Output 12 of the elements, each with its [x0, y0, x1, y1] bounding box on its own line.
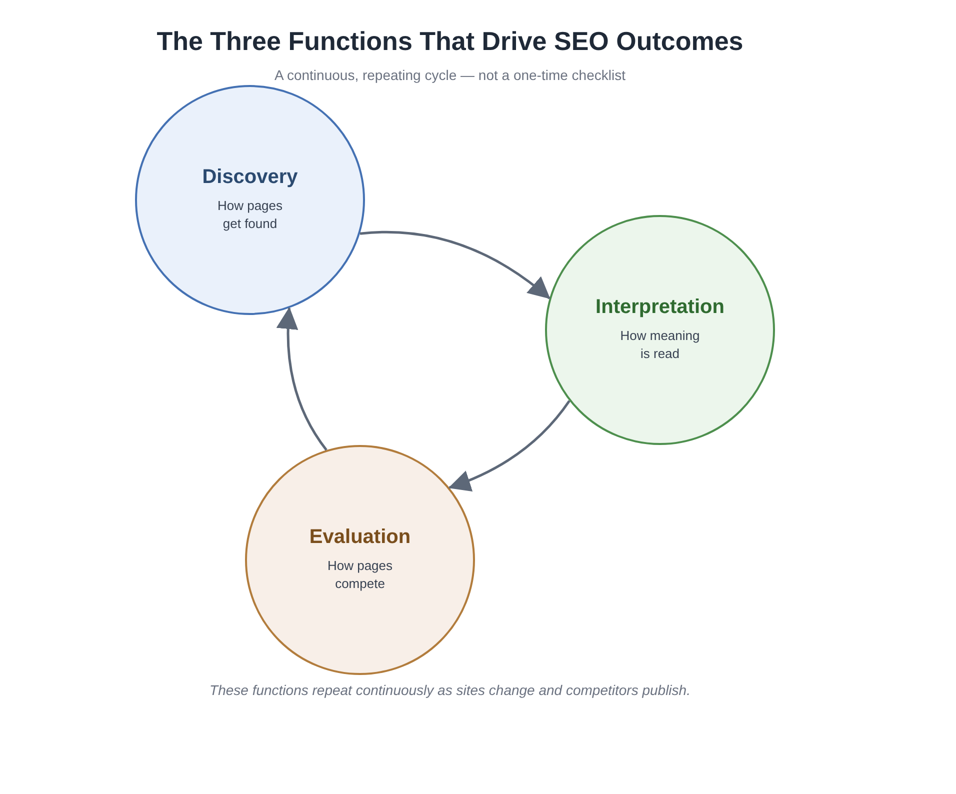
diagram-title: The Three Functions That Drive SEO Outcomes — [156, 25, 744, 57]
subtitle: A continuous, repeating cycle — not a one-time checklist — [274, 66, 626, 84]
node-title: Discovery — [202, 165, 298, 189]
arrow — [360, 230, 550, 300]
node-title: Evaluation — [309, 525, 411, 549]
arrow — [448, 400, 570, 492]
caption: These functions repeat continuously as sites change and competitors publish. — [210, 681, 690, 699]
node-description: How meaning is read — [619, 327, 701, 363]
node-description: How pages get found — [216, 197, 284, 233]
node-description: How pages compete — [326, 557, 394, 593]
node-title: Interpretation — [596, 295, 724, 319]
arrow — [276, 307, 328, 451]
